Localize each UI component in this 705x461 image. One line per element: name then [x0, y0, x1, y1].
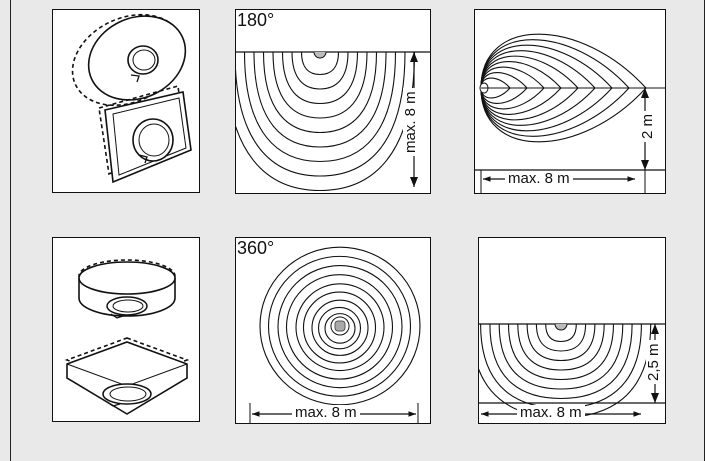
- ceiling-side-detection-zones: [479, 323, 665, 419]
- ceiling-height-label: 2,5 m: [645, 340, 662, 384]
- ceiling-360-detection-zones: [249, 246, 421, 423]
- ceiling-sensor-device-drawing: [64, 259, 190, 415]
- detection-zone-ring: [259, 246, 421, 406]
- detection-zone-ring: [243, 51, 397, 163]
- side-range-arrow-head: [481, 411, 489, 417]
- detection-zone-ring: [281, 51, 359, 105]
- detection-zone-ring: [535, 323, 587, 352]
- wall-sensor-illustration-panel: [52, 9, 200, 193]
- top-range-label: max. 8 m: [292, 405, 360, 421]
- detection-zone-ring: [480, 323, 642, 409]
- ceiling-360-detection-panel: 360° max. 8 m: [235, 237, 431, 424]
- ceiling-side-view-panel: 2,5 m max. 8 m: [478, 237, 666, 424]
- detection-zone-ring: [291, 51, 349, 90]
- detection-zone-ring: [526, 323, 596, 362]
- detection-zone-ring: [267, 255, 412, 397]
- wall-side-range-label: max. 8 m: [505, 171, 573, 187]
- detection-zone-ring: [236, 51, 406, 177]
- wall-height-label: 2 m: [639, 110, 656, 142]
- detection-zone-ring: [507, 323, 615, 381]
- detection-zone-ring: [324, 313, 356, 344]
- detection-zone-ring: [489, 323, 633, 400]
- ceiling-side-range-label: max. 8 m: [517, 405, 585, 421]
- detection-zone-ring: [285, 274, 394, 380]
- side-range-arrow-head: [633, 411, 641, 417]
- height-arrow-head: [641, 88, 649, 98]
- detection-zone-ring: [262, 51, 378, 134]
- top-range-arrow-head: [252, 411, 260, 417]
- detection-zone-ring: [300, 51, 340, 76]
- angle-360-label: 360°: [236, 238, 276, 258]
- detection-zone-ring: [317, 306, 362, 350]
- wall-side-detection-zones: [475, 33, 665, 193]
- top-range-arrow-head: [408, 411, 416, 417]
- detection-zone-ring: [272, 51, 368, 119]
- height-arrow-head: [641, 160, 649, 170]
- sensor-icon: [313, 51, 327, 59]
- detection-zone-ring: [295, 283, 385, 372]
- detection-zone-ring: [277, 264, 403, 389]
- front-range-label: max. 8 m: [402, 88, 419, 156]
- side-range-arrow-head: [627, 176, 635, 182]
- height-arrow-head: [651, 324, 659, 334]
- angle-180-label: 180°: [236, 10, 276, 30]
- sensor-icon: [554, 323, 568, 331]
- detection-zone-ring: [302, 291, 377, 364]
- sensor-icon: [334, 320, 346, 332]
- range-arrow-head: [410, 177, 418, 187]
- ceiling-sensor-illustration-panel: [52, 237, 200, 422]
- detection-zone-ring: [253, 51, 387, 148]
- wall-180-detection-panel: 180° max. 8 m: [235, 9, 431, 194]
- detection-zone-ring: [545, 323, 577, 343]
- wall-sensor-device-drawing: [71, 13, 192, 184]
- detection-zone-ring: [311, 299, 369, 356]
- side-range-arrow-head: [483, 176, 491, 182]
- wall-side-view-panel: 2 m max. 8 m: [474, 9, 666, 194]
- detection-zone-ring: [236, 51, 416, 192]
- range-arrow-head: [410, 52, 418, 62]
- height-arrow-head: [651, 393, 659, 403]
- detection-zone-ring: [498, 323, 624, 390]
- detection-zone-ring: [517, 323, 605, 371]
